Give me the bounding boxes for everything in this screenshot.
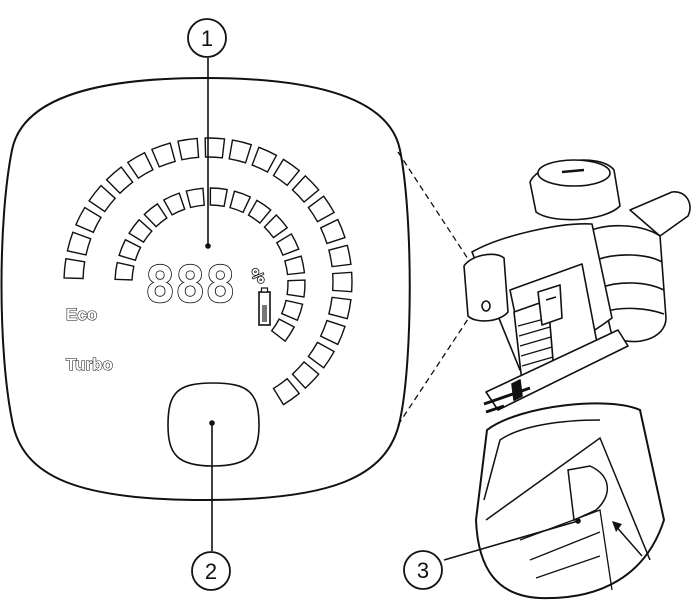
outer-ring-segment xyxy=(291,174,320,204)
outer-ring-segment xyxy=(63,257,86,280)
outer-ring-segment xyxy=(66,231,92,256)
inner-ring-segment xyxy=(247,199,272,225)
callout-3-number: 3 xyxy=(417,558,429,583)
inner-ring-segment xyxy=(209,187,228,208)
callout-2-number: 2 xyxy=(205,559,217,584)
callout-1-number: 1 xyxy=(201,26,213,51)
outer-ring-segment xyxy=(228,139,253,164)
callout-3: 3 xyxy=(403,550,443,590)
inner-power-ring xyxy=(114,187,306,343)
callout-2: 2 xyxy=(191,551,231,591)
outer-ring-segment xyxy=(319,218,346,245)
battery-icon xyxy=(258,287,271,326)
outer-ring-segment xyxy=(126,151,154,180)
callout-1: 1 xyxy=(187,18,227,58)
outer-ring-segment xyxy=(307,195,336,223)
inner-ring-segment xyxy=(275,232,300,257)
projection-line-bottom xyxy=(397,315,471,426)
outer-ring-segment xyxy=(307,341,336,369)
callout-1-leader-dot xyxy=(205,243,211,249)
inner-ring-segment xyxy=(229,190,252,214)
inner-ring-segment xyxy=(185,187,205,209)
outer-ring-segment xyxy=(291,360,320,390)
inner-ring-segment xyxy=(143,202,168,228)
inner-ring-segment xyxy=(128,218,153,244)
detail-magnifier xyxy=(474,402,666,600)
outer-ring-segment xyxy=(105,166,134,195)
outer-power-ring xyxy=(63,137,353,406)
inner-ring-segment xyxy=(114,261,135,281)
outer-ring-segment xyxy=(331,271,353,293)
outer-ring-segment xyxy=(272,377,301,406)
inner-ring-segment xyxy=(263,213,289,239)
release-latch-icon xyxy=(537,284,563,326)
outer-ring-segment xyxy=(328,244,352,268)
inner-ring-segment xyxy=(270,318,296,343)
callout-3-leader xyxy=(443,520,579,561)
outer-ring-segment xyxy=(272,158,301,187)
percent-sign: % xyxy=(252,264,264,288)
outer-ring-segment xyxy=(74,206,102,234)
digit-display: 888 xyxy=(145,256,235,314)
turbo-mode-label: Turbo xyxy=(66,355,113,374)
inner-ring-segment xyxy=(162,192,186,216)
outer-ring-segment xyxy=(251,146,278,173)
outer-ring-segment xyxy=(177,137,200,161)
outer-ring-segment xyxy=(204,137,226,159)
inner-ring-segment xyxy=(286,279,306,298)
outer-ring-segment xyxy=(150,142,177,168)
inner-ring-segment xyxy=(280,299,304,322)
eco-mode-label: Eco xyxy=(66,305,97,324)
projection-line-top xyxy=(397,151,471,263)
vacuum-cleaner-icon xyxy=(463,159,691,414)
outer-ring-segment xyxy=(88,184,117,213)
outer-ring-segment xyxy=(319,319,346,346)
inner-ring-segment xyxy=(283,255,306,276)
outer-ring-segment xyxy=(328,296,352,320)
inner-ring-segment xyxy=(118,238,142,262)
